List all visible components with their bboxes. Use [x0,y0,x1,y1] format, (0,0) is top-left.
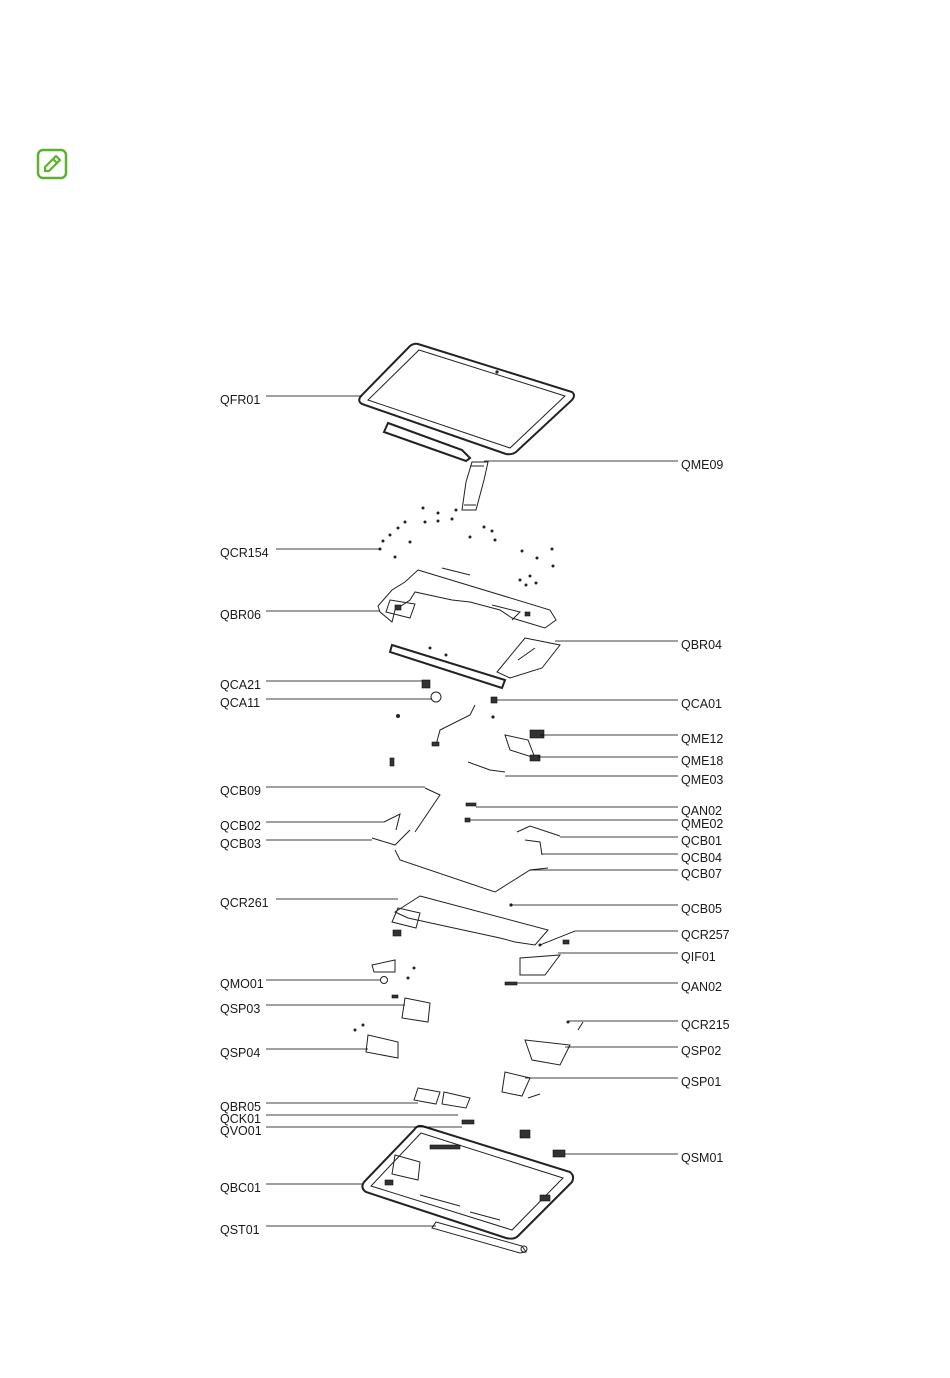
right-labels: QME09 QBR04 QCA01 QME12 QME18 QME03 QAN0… [681,458,730,1165]
part-label: QCR215 [681,1018,730,1032]
part-label: QCB07 [681,867,722,881]
part-label: QSP03 [220,1002,260,1016]
part-label: QCA21 [220,678,261,692]
part-label: QIF01 [681,950,716,964]
left-labels: QFR01 QCR154 QBR06 QCA21 QCA11 QCB09 QCB… [220,393,269,1237]
part-label: QCR257 [681,928,730,942]
part-label: QCB09 [220,784,261,798]
part-label: QME02 [681,817,723,831]
part-label: QFR01 [220,393,260,407]
part-label: QAN02 [681,980,722,994]
back-cover-drawing [362,1126,573,1239]
part-drawings [354,344,584,1253]
part-label: QSM01 [681,1151,723,1165]
part-label: QSP04 [220,1046,260,1060]
part-label: QST01 [220,1223,260,1237]
part-label: QSP02 [681,1044,721,1058]
part-label: QME12 [681,732,723,746]
part-label: QSP01 [681,1075,721,1089]
part-label: QCA11 [220,696,260,710]
part-label: QCA01 [681,697,722,711]
part-label: QBC01 [220,1181,261,1195]
part-label: QME03 [681,773,723,787]
front-frame-drawing [359,344,574,455]
part-label: QME18 [681,754,723,768]
part-label: QCB05 [681,902,722,916]
part-label: QME09 [681,458,723,472]
part-label: QBR06 [220,608,261,622]
part-label: QMO01 [220,977,264,991]
part-label: QCB03 [220,837,261,851]
part-label: QVO01 [220,1124,262,1138]
part-label: QCB01 [681,834,722,848]
leader-lines [266,396,678,1226]
part-label: QAN02 [681,804,722,818]
part-label: QBR04 [681,638,722,652]
part-label: QCB04 [681,851,722,865]
part-label: QCB02 [220,819,261,833]
part-label: QCR154 [220,546,269,560]
part-label: QCR261 [220,896,269,910]
